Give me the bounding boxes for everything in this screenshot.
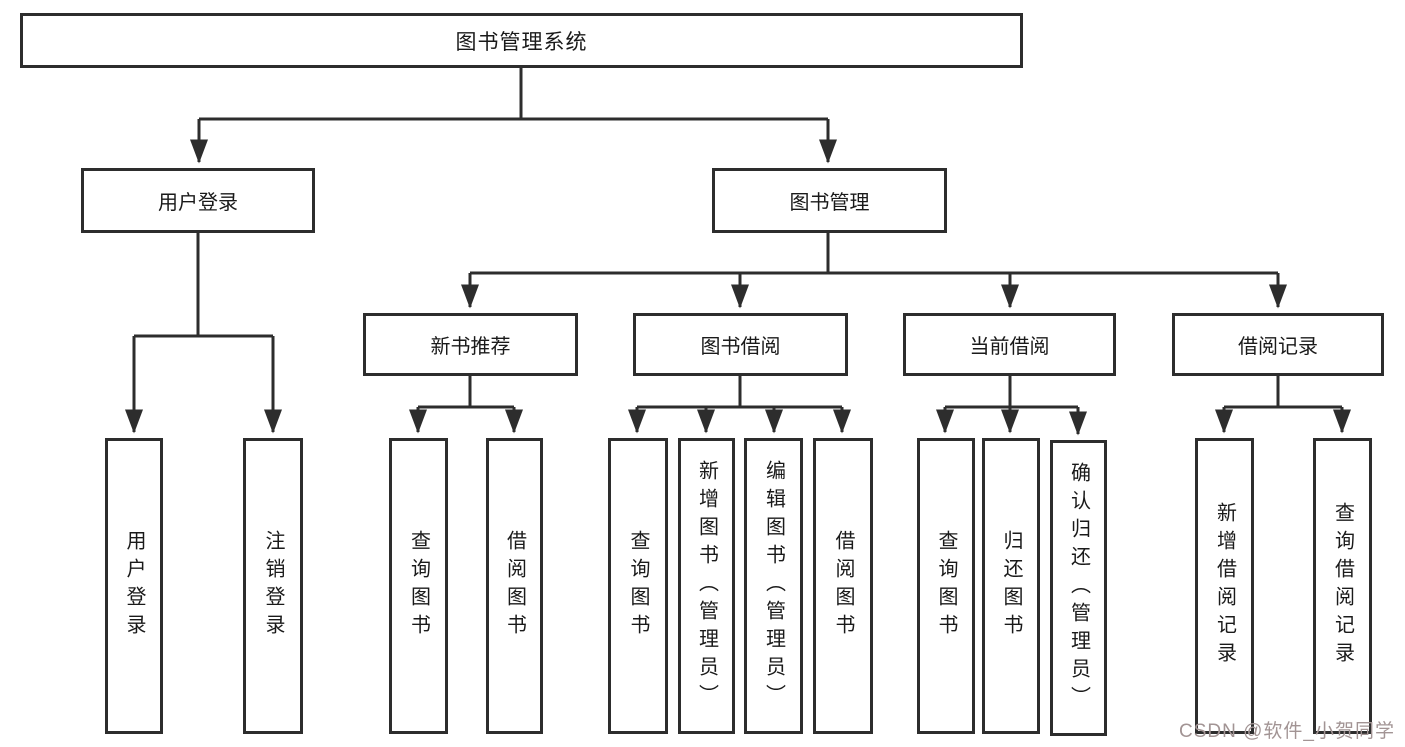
node-label: 用户登录 [123,530,145,642]
node-label: 新增图书（管理员） [695,460,718,712]
leaf-confirm-return-admin: 确认归还（管理员） [1050,440,1107,736]
node-label: 查询图书 [407,530,430,642]
csdn-watermark: CSDN @软件_小贺同学 [1179,721,1395,742]
node-new-book-recommend: 新书推荐 [363,313,578,376]
leaf-query-books: 查询图书 [917,438,975,734]
leaf-query-books: 查询图书 [389,438,448,734]
leaf-edit-books-admin: 编辑图书（管理员） [744,438,803,734]
leaf-borrow-books: 借阅图书 [486,438,543,734]
node-label: 新增借阅记录 [1213,502,1236,670]
node-label: 图书管理 [789,192,870,214]
node-label: 图书借阅 [700,336,781,358]
node-label: 注销登录 [262,530,284,642]
node-book-borrowing: 图书借阅 [633,313,848,376]
leaf-return-books: 归还图书 [982,438,1040,734]
leaf-query-borrow-record: 查询借阅记录 [1313,438,1372,734]
leaf-borrow-books: 借阅图书 [813,438,873,734]
leaf-user-login: 用户登录 [105,438,163,734]
leaf-logout: 注销登录 [243,438,303,734]
node-label: 借阅图书 [503,530,526,642]
node-label: 借阅图书 [832,530,854,642]
leaf-query-books: 查询图书 [608,438,668,734]
node-label: 查询图书 [627,530,649,642]
node-label: 图书管理系统 [455,30,588,54]
node-label: 查询图书 [935,530,957,642]
node-user-login: 用户登录 [81,168,315,233]
node-library-management-system: 图书管理系统 [20,13,1023,68]
node-label: 确认归还（管理员） [1067,462,1090,714]
node-label: 新书推荐 [430,336,511,358]
leaf-add-books-admin: 新增图书（管理员） [678,438,735,734]
node-current-borrowing: 当前借阅 [903,313,1116,376]
node-label: 用户登录 [158,192,238,214]
leaf-add-borrow-record: 新增借阅记录 [1195,438,1254,734]
node-label: 当前借阅 [969,336,1050,358]
node-book-management: 图书管理 [712,168,947,233]
node-label: 查询借阅记录 [1331,502,1354,670]
node-label: 借阅记录 [1238,336,1318,358]
node-label: 编辑图书（管理员） [762,460,785,712]
node-label: 归还图书 [1000,530,1022,642]
node-borrowing-records: 借阅记录 [1172,313,1384,376]
